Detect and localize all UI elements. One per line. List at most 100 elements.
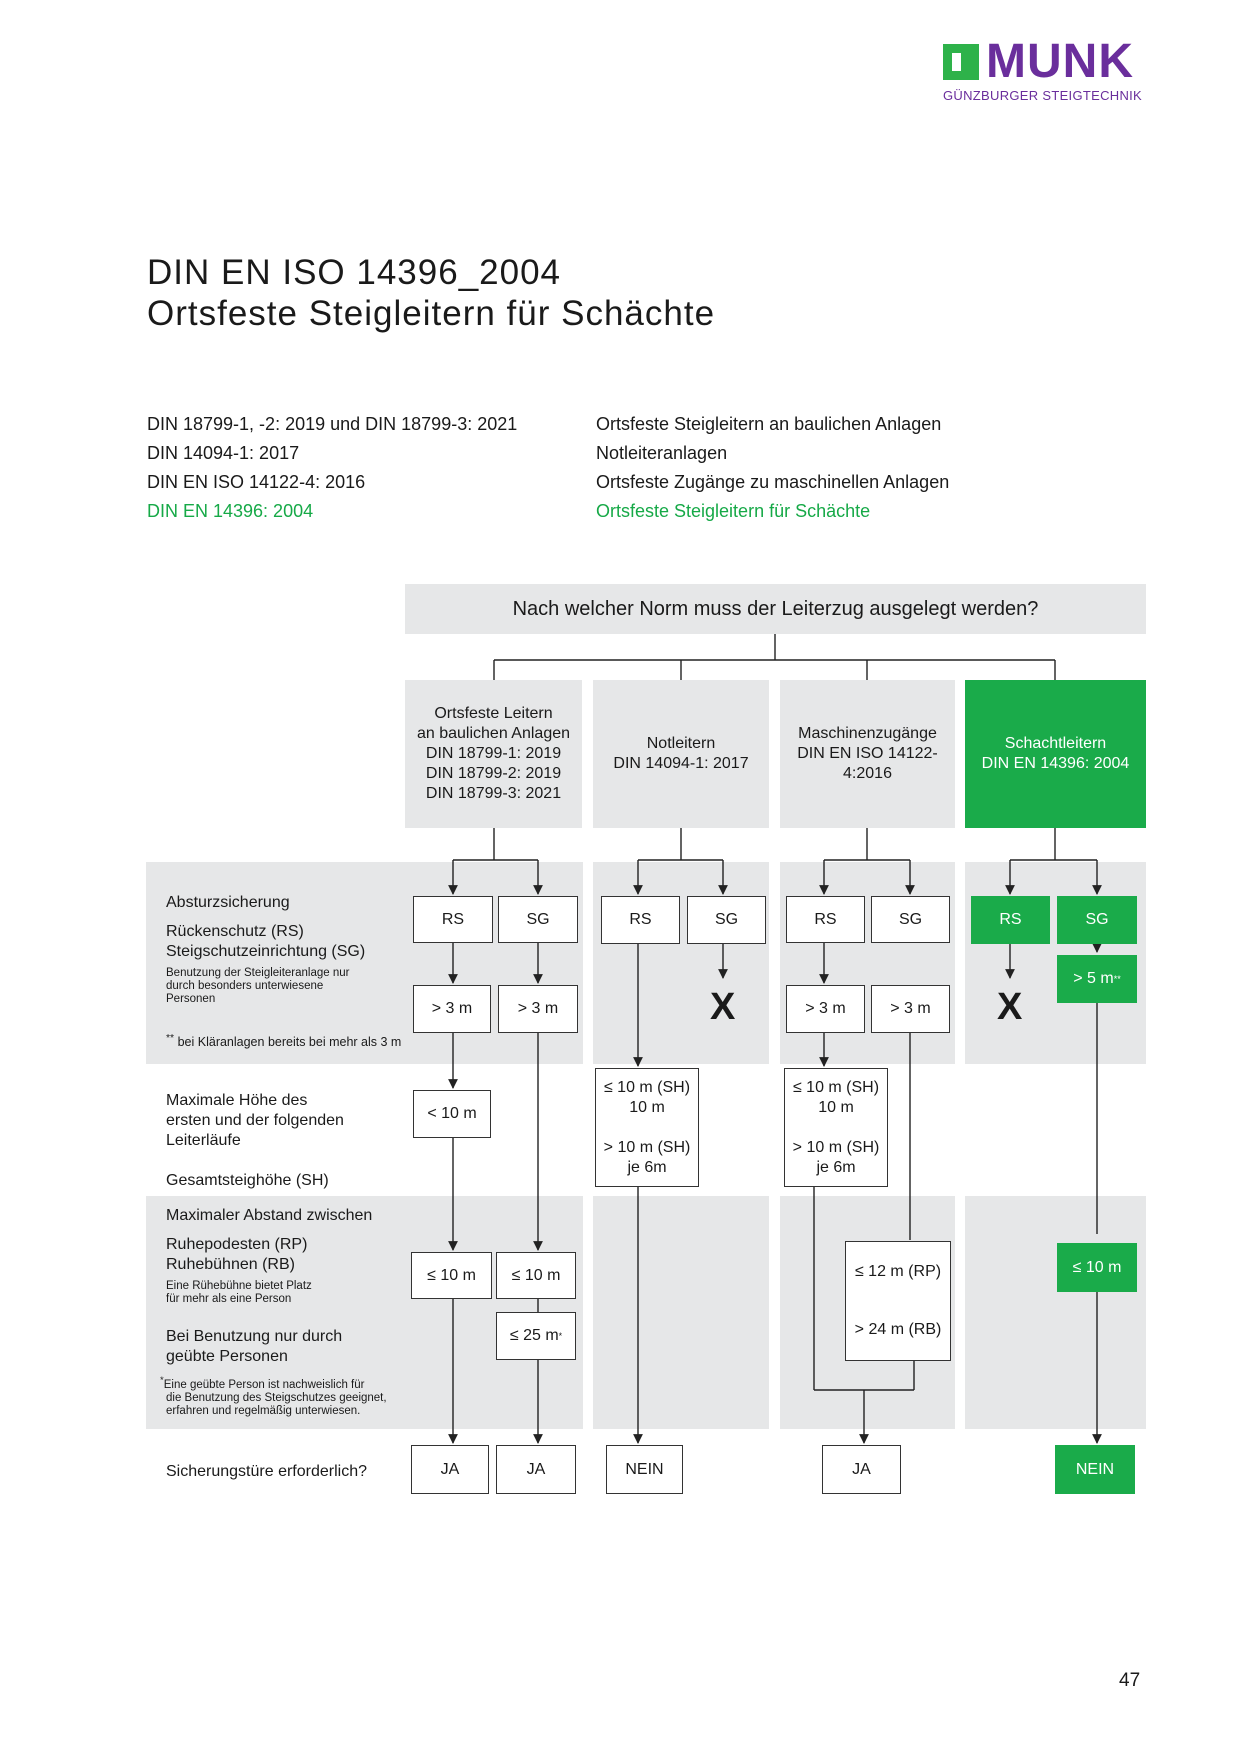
col3-sg-gt3-box: > 3 m [871,985,950,1033]
col2-sg-box: SG [687,896,766,944]
col1-lt10-box: < 10 m [413,1090,491,1138]
category-3-line-3: 4:2016 [843,765,892,782]
ref-norm-4: DIN EN 14396: 2004 [147,501,314,521]
col1-rs-box: RS [413,896,493,943]
ref-desc-4: Ortsfeste Steigleitern für Schächte [596,501,871,521]
question-label: Nach welcher Norm muss der Leiterzug aus… [512,598,1039,620]
label-max-height-2: ersten und der folgenden [166,1112,344,1129]
note-sg-line-3: Personen [166,993,216,1005]
label-rb: Ruhebühnen (RB) [166,1256,295,1273]
section-bg-1b [593,862,769,1064]
munk-logo-icon [943,44,979,80]
brand-name: MUNK [986,35,1134,88]
col2-sh-line-1: ≤ 10 m (SH) [603,1078,691,1096]
col4-gt5-box: > 5 m** [1057,955,1137,1003]
label-trained: Bei Benutzung nur durch geübte Personen [166,1327,342,1367]
col3-sh-line-3: > 10 m (SH) [792,1138,880,1156]
label-fall-protection: Absturzsicherung [166,894,290,911]
footnote-marker-1: * [160,1375,164,1386]
col3-rs-box: RS [786,896,865,943]
le25-star: * [558,1331,563,1341]
col3-rb-line: > 24 m (RB) [854,1321,942,1338]
label-max-height: Maximale Höhe des ersten und der folgend… [166,1091,344,1151]
gt5-star: ** [1113,974,1121,984]
col3-sg-box: SG [871,896,950,943]
category-bg-4 [965,680,1146,828]
question-bg [405,584,1146,634]
page-number: 47 [1119,1670,1141,1691]
note-star1-line-2: die Benutzung des Steigschutzes geeignet… [166,1391,387,1404]
col2-sh-line-4: je 6m [627,1158,667,1176]
category-shaft-ladders: Schachtleitern DIN EN 14396: 2004 [965,680,1146,828]
page-subtitle: Ortsfeste Steigleitern für Schächte [147,294,716,333]
col2-sg-not-allowed-icon: X [710,986,736,1028]
category-bg-1 [405,680,582,828]
note-sg-line-2: durch besonders unterwiesene [166,980,324,992]
note-rb-line-1: Eine Rühebühne bietet Platz [166,1280,312,1292]
col3-sh-line-1: ≤ 10 m (SH) [792,1078,880,1096]
col4-door-nein: NEIN [1055,1445,1135,1494]
ref-desc-1: Ortsfeste Steigleitern an baulichen Anla… [596,414,942,434]
note-star1-line-3: erfahren und regelmäßig unterwiesen. [166,1404,361,1417]
category-3-line-1: Maschinenzugänge [798,725,937,742]
col1-sg-gt3-box: > 3 m [498,985,578,1033]
category-1-line-5: DIN 18799-3: 2021 [425,785,562,802]
category-fixed-ladders: Ortsfeste Leitern an baulichen Anlagen D… [405,680,582,828]
col4-rs-not-allowed-icon: X [997,986,1023,1028]
col1-sg-door-ja: JA [496,1445,576,1494]
label-door: Sicherungstüre erforderlich? [166,1463,367,1480]
label-sg: Steigschutzeinrichtung (SG) [166,943,366,960]
note-rb-line-2: für mehr als eine Person [166,1293,292,1305]
note-star2-text: bei Kläranlagen bereits bei mehr als 3 m [177,1035,402,1050]
col3-rp-line: ≤ 12 m (RP) [854,1263,942,1280]
section-bg-3d [965,1196,1146,1429]
note-trained-person: *Eine geübte Person ist nachweislich für… [160,1374,387,1418]
ref-desc-2: Notleiteranlagen [596,443,728,463]
category-1-line-4: DIN 18799-2: 2019 [425,765,562,782]
page-title: DIN EN ISO 14396_2004 [147,253,562,292]
category-2-line-1: Notleitern [646,735,716,752]
category-1-line-2: an baulichen Anlagen [416,725,571,742]
col3-rs-gt3-box: > 3 m [786,985,865,1033]
col2-sh-box: ≤ 10 m (SH) 10 m > 10 m (SH) je 6m [595,1068,699,1187]
gt5-text: > 5 m [1073,970,1114,987]
col2-sh-line-2: 10 m [629,1098,665,1116]
col4-rs-box: RS [971,896,1050,944]
col1-rs-gt3-box: > 3 m [413,985,491,1033]
section-bg-3b [593,1196,769,1429]
label-max-height-1: Maximale Höhe des [166,1092,308,1109]
col3-sh-line-4: je 6m [816,1158,856,1176]
category-3-line-2: DIN EN ISO 14122- [797,745,938,762]
category-1-line-1: Ortsfeste Leitern [434,705,553,722]
col3-door-ja: JA [822,1445,901,1494]
col3-rp-rb-box: ≤ 12 m (RP) > 24 m (RB) [845,1241,951,1361]
label-trained-1: Bei Benutzung nur durch [166,1328,343,1345]
col1-sg-box: SG [498,896,578,943]
col4-sg-box: SG [1057,896,1137,944]
note-sg-line-1: Benutzung der Steigleiteranlage nur [166,967,350,979]
col1-rs-le10-box: ≤ 10 m [411,1252,492,1299]
ref-norm-1: DIN 18799-1, -2: 2019 und DIN 18799-3: 2… [147,414,518,434]
category-bg-2 [593,680,769,828]
note-sg-usage: Benutzung der Steigleiteranlage nur durc… [166,967,350,1006]
le25-text: ≤ 25 m [509,1327,559,1344]
col1-le25-box: ≤ 25 m* [496,1312,576,1360]
col3-sh-box: ≤ 10 m (SH) 10 m > 10 m (SH) je 6m [784,1068,888,1187]
ref-norm-2: DIN 14094-1: 2017 [147,443,300,463]
col1-sg-le10-box: ≤ 10 m [496,1252,576,1299]
col3-sh-line-2: 10 m [818,1098,854,1116]
col2-door-nein: NEIN [606,1445,683,1494]
category-2-line-2: DIN 14094-1: 2017 [613,755,749,772]
col4-le10-box: ≤ 10 m [1057,1243,1137,1292]
note-clarification-plants: ** bei Kläranlagen bereits bei mehr als … [166,1032,401,1049]
label-trained-2: geübte Personen [166,1348,288,1365]
ref-desc-3: Ortsfeste Zugänge zu maschinellen Anlage… [596,472,950,492]
ref-norm-3: DIN EN ISO 14122-4: 2016 [147,472,366,492]
label-rp: Ruhepodesten (RP) [166,1236,308,1253]
label-max-height-3: Leiterläufe [166,1132,241,1149]
note-rb: Eine Rühebühne bietet Platz für mehr als… [166,1280,312,1306]
category-4-line-1: Schachtleitern [1004,735,1107,752]
category-bg-3 [780,680,955,828]
category-machine-access: Maschinenzugänge DIN EN ISO 14122- 4:201… [780,680,955,828]
